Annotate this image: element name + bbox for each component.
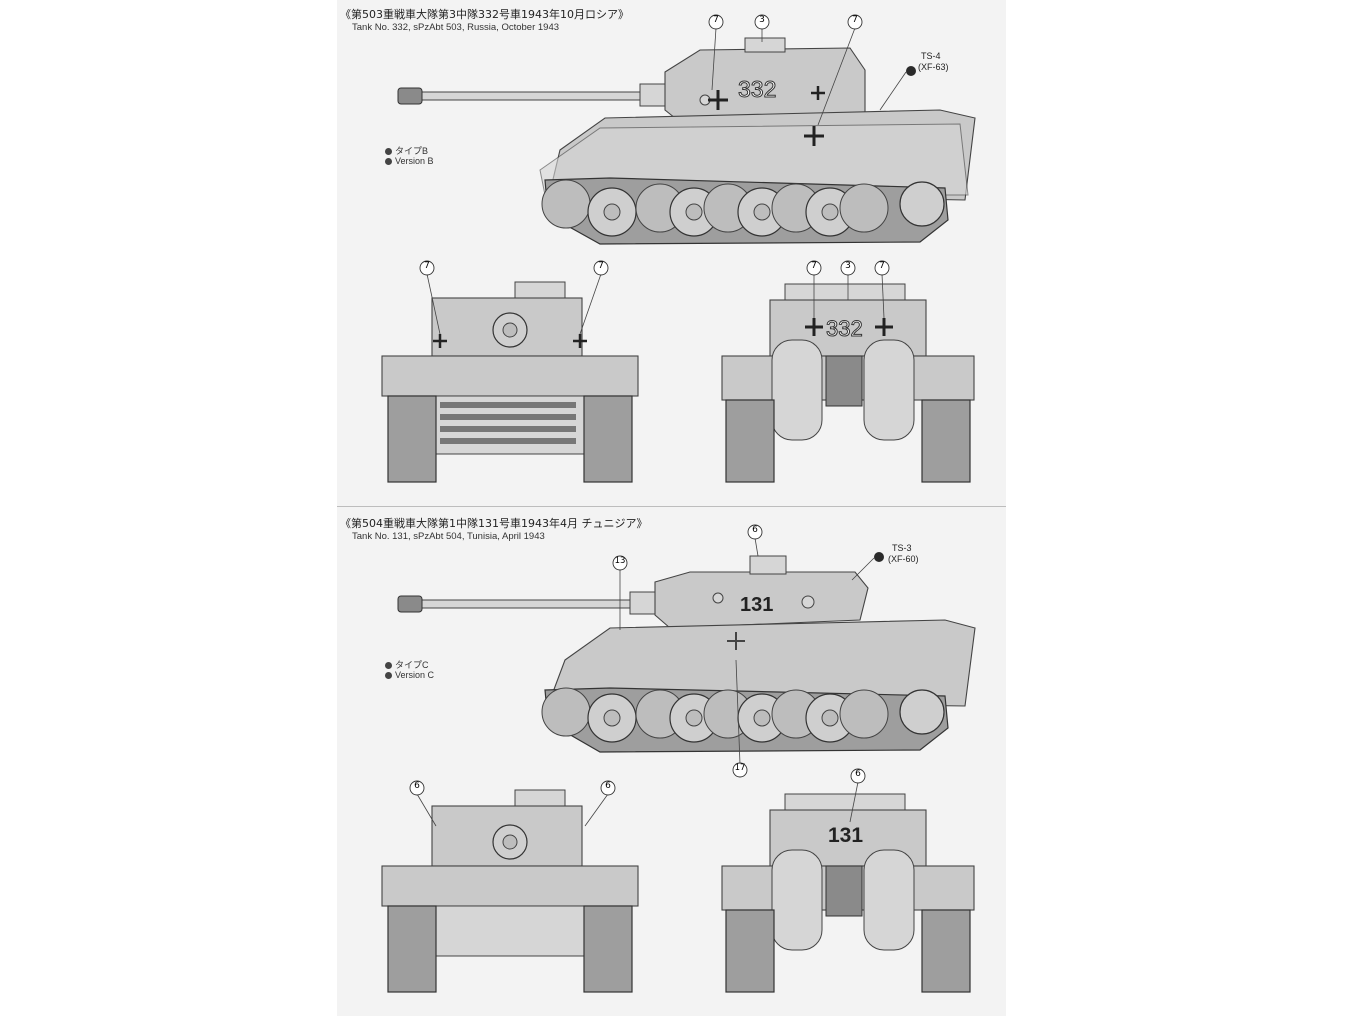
section-2-rear-number: 131 — [828, 824, 864, 847]
section-2-version-en: Version C — [385, 670, 434, 680]
section-2-paint-code: TS-3 — [892, 543, 912, 553]
section-1-version-en: Version B — [385, 156, 434, 166]
section-divider — [337, 506, 1006, 507]
callout-3: 3 — [845, 261, 851, 271]
section-2-paint-sub: (XF-60) — [888, 554, 919, 564]
paint-swatch-icon — [906, 66, 916, 76]
section-1-rear-number: 332 — [826, 316, 864, 342]
section-2-title-jp: 《第504重戦車大隊第1中隊131号車1943年4月 チュニジア》 — [340, 517, 648, 530]
callout-7: 7 — [424, 261, 430, 271]
section-1-paint-sub: (XF-63) — [918, 62, 949, 72]
callout-7: 7 — [713, 15, 719, 25]
section-2-version-jp: タイプC — [385, 658, 429, 671]
section-1-paint-code: TS-4 — [921, 51, 941, 61]
callout-6: 6 — [752, 525, 758, 535]
callout-3: 3 — [759, 15, 765, 25]
callout-17: 17 — [734, 763, 746, 773]
callout-13: 13 — [614, 556, 626, 566]
callout-7: 7 — [879, 261, 885, 271]
paint-swatch-icon — [874, 552, 884, 562]
callout-6: 6 — [414, 781, 420, 791]
section-2-side-number: 131 — [740, 594, 774, 616]
section-2-title-en: Tank No. 131, sPzAbt 504, Tunisia, April… — [352, 531, 545, 542]
callout-7: 7 — [852, 15, 858, 25]
section-1-version-jp: タイプB — [385, 144, 428, 157]
callout-7: 7 — [811, 261, 817, 271]
section-1-title-jp: 《第503重戦車大隊第3中隊332号車1943年10月ロシア》 — [340, 8, 629, 21]
callout-6: 6 — [605, 781, 611, 791]
section-1-title-en: Tank No. 332, sPzAbt 503, Russia, Octobe… — [352, 22, 560, 33]
callout-7: 7 — [598, 261, 604, 271]
callout-6: 6 — [855, 769, 861, 779]
section-1-side-number: 332 — [737, 76, 777, 103]
